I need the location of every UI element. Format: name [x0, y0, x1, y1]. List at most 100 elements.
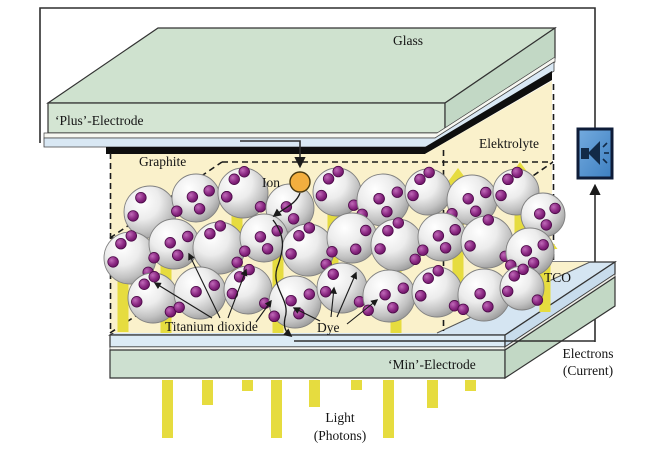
light-up-arrow: [532, 232, 558, 312]
dye-dot: [285, 248, 297, 260]
label-electrons: Electrons: [563, 346, 614, 361]
dye-dot: [549, 202, 561, 215]
dye-dot: [171, 205, 183, 217]
dye-dot: [531, 294, 544, 306]
dye-dot: [373, 192, 385, 205]
dye-dot: [208, 279, 221, 291]
dye-dot: [320, 286, 332, 298]
dye-dot: [287, 213, 300, 225]
dye-dot: [268, 310, 280, 323]
dye-dot: [474, 288, 486, 300]
dye-dot: [332, 165, 344, 178]
plus-electrode-layer: [43, 61, 555, 148]
dye-dot: [303, 222, 316, 234]
label-light: Light: [325, 410, 354, 425]
dye-dot: [193, 203, 206, 215]
dye-dot: [457, 303, 469, 316]
dye-dot: [432, 265, 444, 277]
label-current: (Current): [563, 363, 613, 378]
ion-and-electron-path: [240, 140, 595, 342]
dye-dot: [190, 286, 202, 298]
dye-dot: [135, 191, 147, 204]
light-up-arrow: [110, 250, 136, 332]
dye-dot: [164, 237, 176, 249]
dye-dot: [391, 186, 404, 198]
label-graphite: Graphite: [139, 154, 186, 169]
dye-dot: [517, 263, 529, 276]
dye-dot: [173, 301, 185, 314]
label-min-electrode: ‘Min’-Electrode: [388, 357, 476, 372]
dye-dot: [115, 237, 127, 250]
dye-dot: [462, 193, 474, 205]
min-electrode-side-face: [504, 275, 616, 380]
light-ray-bar: [202, 380, 213, 405]
dye-dot: [148, 252, 160, 264]
dye-dot: [502, 173, 514, 186]
dye-dot: [362, 304, 374, 317]
glass-slab: [43, 26, 557, 154]
dye-dot: [322, 173, 335, 185]
dye-dot: [520, 245, 533, 257]
diagram-labels: Glass ‘Plus’-Electrode Graphite Elektrol…: [55, 33, 613, 443]
tio2-spheres: [103, 165, 566, 329]
dye-dot: [449, 224, 461, 236]
dye-dot: [107, 256, 119, 268]
light-up-arrow: [265, 205, 291, 333]
dye-dot: [239, 245, 251, 257]
electron-path-upper: [272, 192, 301, 218]
dye-dot: [470, 205, 482, 217]
dye-dot: [417, 244, 429, 256]
ion-particle: [289, 171, 311, 193]
dye-dot: [204, 227, 216, 240]
dye-dot: [439, 242, 452, 254]
dye-dot: [259, 297, 271, 309]
label-elektrolyte: Elektrolyte: [479, 136, 539, 151]
dye-dot: [534, 208, 546, 220]
dye-dot: [414, 173, 426, 186]
label-glass: Glass: [393, 33, 423, 48]
dye-dot: [432, 230, 445, 242]
label-ion: Ion: [262, 175, 280, 190]
dye-dot: [182, 230, 194, 243]
light-ray-bar: [271, 380, 282, 438]
dye-dot: [374, 243, 386, 255]
load-speaker-icon: [576, 127, 614, 180]
dye-dot: [315, 189, 328, 202]
dye-dot: [527, 257, 540, 269]
dye-dot: [127, 210, 139, 222]
light-ray-bar: [162, 380, 173, 438]
dye-dot: [293, 229, 305, 242]
dye-dot: [327, 268, 339, 280]
light-ray-bar: [383, 380, 394, 438]
speaker-waves: [602, 142, 609, 164]
dye-dot: [502, 285, 514, 298]
dye-dot: [381, 205, 393, 218]
light-ray-bar: [465, 380, 476, 391]
dye-dot: [480, 186, 492, 199]
label-photons: (Photons): [314, 428, 367, 443]
dye-dot: [285, 295, 297, 307]
dye-dot: [540, 219, 553, 231]
dye-dot: [537, 239, 549, 251]
dye-dot: [409, 253, 421, 265]
dye-dot: [464, 240, 476, 252]
label-arrows: [153, 252, 379, 325]
dye-dot: [482, 301, 494, 313]
dye-dot: [392, 217, 405, 229]
dye-dot: [221, 191, 233, 203]
dye-dot: [172, 249, 184, 261]
dye-dot: [214, 220, 227, 232]
dye-dot: [379, 289, 391, 301]
light-rays: [162, 380, 476, 438]
label-titanium-dioxide: Titanium dioxide: [165, 319, 258, 334]
label-dye: Dye: [317, 320, 340, 335]
light-ray-bar: [309, 380, 320, 407]
light-up-arrow: [507, 162, 533, 280]
speaker-driver: [581, 148, 589, 159]
dye-dot: [360, 224, 372, 237]
dye-dot: [148, 271, 160, 283]
dye-dot: [138, 278, 150, 290]
dye-dot: [243, 263, 255, 276]
